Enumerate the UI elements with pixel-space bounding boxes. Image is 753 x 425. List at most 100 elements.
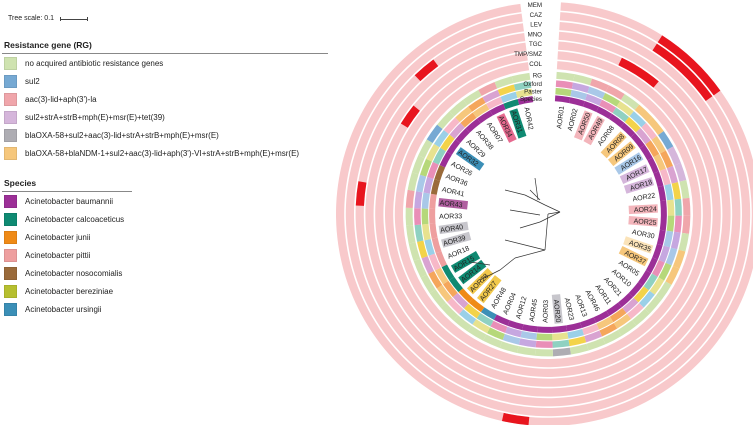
species-segment bbox=[596, 106, 613, 119]
paster-segment bbox=[622, 297, 639, 314]
species-segment bbox=[628, 282, 643, 298]
oxford-segment bbox=[641, 122, 657, 140]
oxford-segment bbox=[552, 339, 570, 348]
oxford-segment bbox=[599, 323, 618, 337]
rg-legend-item: aac(3)-lid+aph(3')-la bbox=[2, 90, 328, 108]
paster-segment bbox=[643, 273, 658, 291]
isolate-label-group: AOR24 bbox=[628, 204, 658, 214]
paster-segment bbox=[500, 91, 518, 103]
species-legend-swatch bbox=[4, 284, 17, 298]
oxford-segment bbox=[497, 84, 516, 96]
rg-segment bbox=[499, 341, 519, 354]
species-segment bbox=[647, 157, 659, 174]
paster-segment bbox=[423, 176, 434, 194]
rg-legend-item: blaOXA-58+sul2+aac(3)-lid+strA+strB+mph(… bbox=[2, 126, 328, 144]
species-segment bbox=[455, 128, 470, 144]
isolate-label: AOR23 bbox=[563, 297, 575, 321]
species-legend-swatch bbox=[4, 194, 17, 208]
ring-label: RG bbox=[533, 73, 542, 80]
rg-segment bbox=[589, 78, 609, 92]
isolate-label-group: AOR43 bbox=[438, 198, 469, 210]
paster-segment bbox=[653, 154, 666, 171]
tree-branch bbox=[529, 189, 541, 201]
rg-segment bbox=[556, 71, 575, 81]
oxford-segment bbox=[658, 262, 672, 281]
species-legend-item: Acinetobacter bereziniae bbox=[2, 282, 132, 300]
oxford-segment bbox=[421, 256, 435, 274]
ring-label: Paster bbox=[524, 89, 542, 96]
species-segment bbox=[657, 185, 667, 202]
rg-segment bbox=[678, 232, 690, 252]
tree-branch bbox=[547, 211, 561, 215]
isolate-label-group: AOR25 bbox=[628, 215, 658, 227]
paster-segment bbox=[612, 107, 630, 122]
rg-segment bbox=[440, 303, 459, 321]
oxford-segment bbox=[584, 330, 603, 343]
species-segment bbox=[554, 95, 571, 104]
isolate-highlight bbox=[618, 245, 649, 267]
species-legend-item: Acinetobacter junii bbox=[2, 228, 132, 246]
species-segment bbox=[580, 317, 597, 328]
rg-legend-label: aac(3)-lid+aph(3')-la bbox=[25, 94, 97, 104]
paster-segment bbox=[472, 103, 490, 118]
paster-segment bbox=[570, 89, 588, 100]
species-legend-item: Acinetobacter baumannii bbox=[2, 192, 132, 210]
paster-segment bbox=[505, 326, 522, 338]
oxford-segment bbox=[447, 297, 464, 315]
rg-segment bbox=[586, 337, 606, 351]
paster-segment bbox=[609, 308, 627, 323]
rg-segment bbox=[463, 89, 482, 106]
isolate-label-group: AOR42 bbox=[522, 107, 533, 131]
species-segment bbox=[435, 251, 448, 268]
species-legend-item: Acinetobacter calcoaceticus bbox=[2, 210, 132, 228]
rg-segment bbox=[478, 82, 498, 96]
species-legend-item: Acinetobacter pittii bbox=[2, 246, 132, 264]
tree-branch bbox=[534, 177, 539, 201]
isolate-highlight bbox=[623, 236, 654, 254]
isolate-label: AOR39 bbox=[442, 235, 466, 248]
species-segment bbox=[430, 179, 441, 195]
species-segment bbox=[449, 276, 463, 293]
isolate-highlight bbox=[458, 259, 487, 285]
oxford-segment bbox=[414, 208, 422, 226]
species-segment bbox=[429, 193, 437, 210]
isolate-highlight bbox=[608, 141, 636, 167]
tree-branch bbox=[544, 204, 561, 213]
rg-legend-label: blaOXA-58+sul2+aac(3)-lid+strA+strB+mph(… bbox=[25, 130, 219, 140]
isolate-label-group: AOR12 bbox=[515, 296, 528, 320]
species-segment bbox=[503, 99, 520, 110]
oxford-segment bbox=[443, 117, 460, 135]
isolate-highlight bbox=[450, 251, 481, 273]
tree-branch bbox=[499, 257, 516, 271]
rg-segment bbox=[483, 334, 503, 348]
isolate-highlight bbox=[623, 177, 655, 194]
paster-segment bbox=[434, 267, 449, 285]
isolate-label: AOR12 bbox=[515, 296, 528, 320]
isolate-label: AOR22 bbox=[632, 192, 656, 203]
oxford-segment bbox=[629, 111, 647, 128]
oxford-segment bbox=[616, 101, 634, 117]
isolate-label: AOR41 bbox=[441, 186, 465, 198]
species-segment bbox=[537, 326, 553, 333]
tree-branch bbox=[524, 244, 546, 251]
isolate-highlight bbox=[477, 275, 502, 304]
isolate-label-group: AOR23 bbox=[563, 297, 575, 321]
oxford-segment bbox=[602, 92, 621, 107]
isolate-highlight bbox=[438, 198, 469, 210]
paster-segment bbox=[432, 147, 446, 165]
ring-label: CAZ bbox=[530, 12, 543, 19]
species-segment bbox=[618, 292, 633, 308]
paster-segment bbox=[567, 328, 584, 339]
oxford-segment bbox=[459, 309, 477, 325]
species-segment bbox=[569, 97, 585, 107]
isolate-label-group: AOR33 bbox=[439, 213, 462, 220]
species-segment bbox=[431, 237, 442, 254]
isolate-highlight bbox=[619, 164, 650, 185]
oxford-segment bbox=[416, 174, 427, 193]
rg-segment bbox=[411, 155, 425, 175]
paster-segment bbox=[424, 238, 435, 256]
rg-segment bbox=[617, 320, 637, 336]
species-legend-swatch bbox=[4, 212, 17, 226]
isolate-highlight bbox=[600, 131, 627, 159]
